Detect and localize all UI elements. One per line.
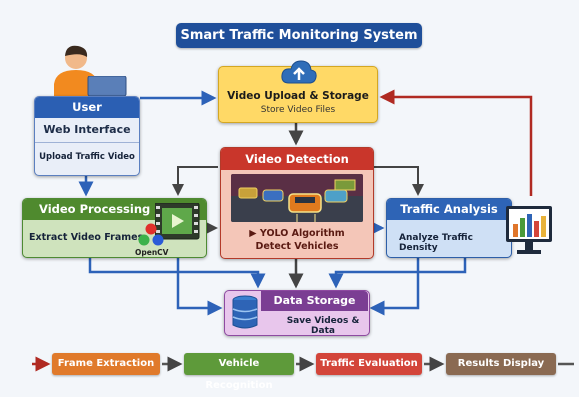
diagram-title: Smart Traffic Monitoring System bbox=[176, 23, 422, 48]
storage-header: Data Storage bbox=[261, 291, 368, 311]
opencv-label: OpenCV bbox=[135, 248, 169, 257]
web-interface-label: Web Interface bbox=[35, 118, 139, 143]
upload-video-label: Upload Traffic Video bbox=[39, 152, 135, 162]
storage-subtitle: Save Videos & Data bbox=[286, 316, 360, 336]
analysis-subtitle: Analyze Traffic Density bbox=[399, 233, 473, 253]
traffic-scene-image bbox=[231, 174, 363, 222]
upload-subtitle: Store Video Files bbox=[260, 105, 336, 115]
data-storage-box: Data Storage Save Videos & Data bbox=[224, 290, 370, 336]
upload-title: Video Upload & Storage bbox=[227, 90, 369, 102]
database-icon bbox=[232, 295, 258, 329]
processing-subtitle: Extract Video Frames bbox=[29, 232, 144, 243]
arrow-detection-to-analysis-top bbox=[374, 166, 424, 196]
detection-line1: ▶ YOLO Algorithm bbox=[249, 228, 345, 239]
video-processing-box: Video Processing Extract Video Frames Op… bbox=[22, 198, 207, 258]
arrow-processing-to-storage bbox=[88, 257, 266, 289]
arrow-processing-to-storage-side bbox=[176, 257, 223, 316]
video-upload-box: Video Upload & Storage Store Video Files bbox=[218, 60, 378, 123]
arrow-detection-to-processing-top bbox=[172, 166, 218, 196]
detection-line2: Detect Vehicles bbox=[255, 241, 339, 252]
video-detection-box: Video Detection ▶ YOLO Algorithm Detect … bbox=[220, 147, 374, 259]
analysis-header: Traffic Analysis bbox=[387, 199, 511, 220]
arrow-analysis-to-storage bbox=[328, 257, 467, 289]
user-box: User Web Interface Upload Traffic Video bbox=[34, 96, 140, 176]
film-strip-icon bbox=[155, 203, 200, 240]
pipeline-vehicle-recognition: Vehicle Recognition bbox=[184, 353, 294, 391]
pipeline-results-display: Results Display bbox=[446, 353, 556, 375]
arrow-analysis-to-upload bbox=[379, 89, 533, 196]
pipeline-frame-extraction: Frame Extraction bbox=[52, 353, 160, 375]
user-header: User bbox=[35, 97, 139, 118]
yolo-label: YOLO Algorithm bbox=[259, 228, 345, 239]
cloud-upload-icon bbox=[281, 60, 317, 84]
person-icon bbox=[54, 45, 98, 100]
opencv-logo-icon bbox=[138, 223, 164, 246]
monitor-chart-icon bbox=[506, 206, 552, 254]
arrow-analysis-to-storage-side bbox=[369, 257, 420, 316]
traffic-analysis-box: Traffic Analysis Analyze Traffic Density bbox=[386, 198, 512, 258]
detection-header: Video Detection bbox=[221, 148, 373, 170]
pipeline-traffic-evaluation: Traffic Evaluation bbox=[316, 353, 422, 375]
